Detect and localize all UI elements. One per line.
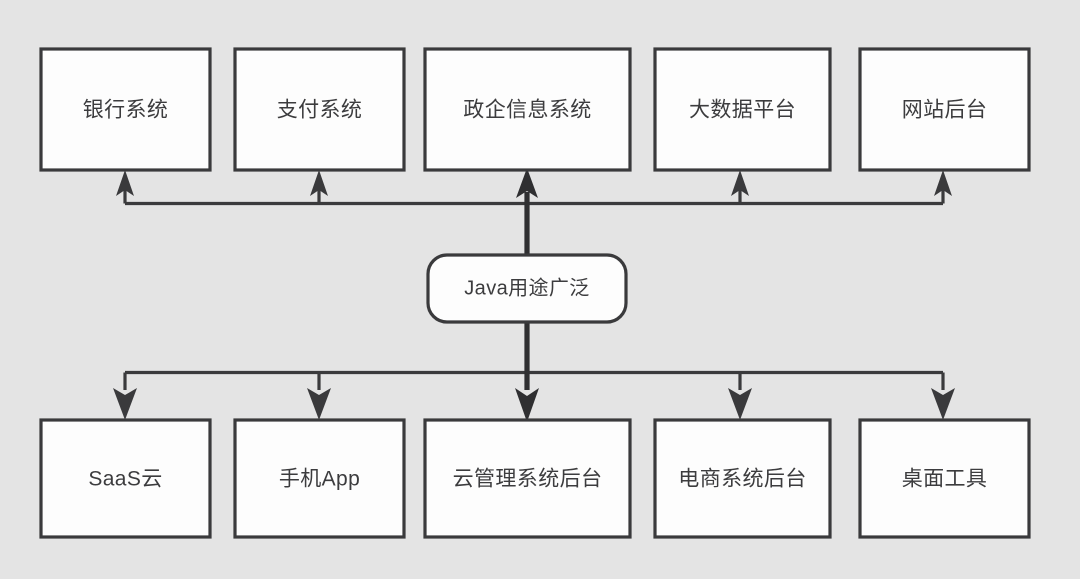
bottom-arrow-2 <box>307 388 331 420</box>
top-arrow-4 <box>731 170 749 196</box>
node-website-backend[interactable]: 网站后台 <box>858 47 1031 172</box>
node-desktop-tools[interactable]: 桌面工具 <box>858 418 1031 539</box>
node-cloud-management-backend-label: 云管理系统后台 <box>453 468 603 491</box>
node-website-backend-box[interactable] <box>858 47 1031 172</box>
node-big-data-platform-box[interactable] <box>653 47 832 172</box>
node-cloud-management-backend-box[interactable] <box>423 418 632 539</box>
node-gov-enterprise-info-system-label: 政企信息系统 <box>463 99 591 122</box>
node-mobile-app-box[interactable] <box>233 418 406 539</box>
center-hub-node[interactable]: Java用途广泛 <box>426 253 628 324</box>
top-arrow-1 <box>116 170 134 196</box>
top-arrow-3 <box>516 168 538 198</box>
node-payment-system[interactable]: 支付系统 <box>233 47 406 172</box>
bottom-row-nodes: SaaS云 手机App 云管理系统后台 电商系统后台 桌面工具 <box>39 418 1031 539</box>
center-hub-label: Java用途广泛 <box>464 276 589 299</box>
node-gov-enterprise-info-system[interactable]: 政企信息系统 <box>423 47 632 172</box>
node-big-data-platform[interactable]: 大数据平台 <box>653 47 832 172</box>
bottom-arrow-5 <box>931 388 955 420</box>
top-arrow-2 <box>310 170 328 196</box>
node-saas-cloud-box[interactable] <box>39 418 212 539</box>
node-payment-system-box[interactable] <box>233 47 406 172</box>
node-ecommerce-backend-box[interactable] <box>653 418 832 539</box>
node-ecommerce-backend[interactable]: 电商系统后台 <box>653 418 832 539</box>
center-hub-box[interactable] <box>426 253 628 324</box>
node-big-data-platform-label: 大数据平台 <box>689 99 796 122</box>
bottom-arrow-3 <box>515 388 539 422</box>
node-bank-system-box[interactable] <box>39 47 212 172</box>
node-bank-system-label: 银行系统 <box>83 99 169 122</box>
node-mobile-app[interactable]: 手机App <box>233 418 406 539</box>
node-cloud-management-backend[interactable]: 云管理系统后台 <box>423 418 632 539</box>
node-saas-cloud-label: SaaS云 <box>88 468 162 491</box>
node-bank-system[interactable]: 银行系统 <box>39 47 212 172</box>
bottom-connector-group <box>113 322 955 422</box>
bottom-arrow-1 <box>113 388 137 420</box>
node-mobile-app-label: 手机App <box>279 468 360 491</box>
node-desktop-tools-label: 桌面工具 <box>902 468 988 491</box>
node-saas-cloud[interactable]: SaaS云 <box>39 418 212 539</box>
node-ecommerce-backend-label: 电商系统后台 <box>678 468 806 491</box>
bottom-arrow-4 <box>728 388 752 420</box>
top-arrow-5 <box>934 170 952 196</box>
node-desktop-tools-box[interactable] <box>858 418 1031 539</box>
node-website-backend-label: 网站后台 <box>902 99 988 122</box>
top-row-nodes: 银行系统 支付系统 政企信息系统 大数据平台 网站后台 <box>39 47 1031 172</box>
node-gov-enterprise-info-system-box[interactable] <box>423 47 632 172</box>
top-connector-group <box>116 168 952 255</box>
node-payment-system-label: 支付系统 <box>277 99 363 122</box>
